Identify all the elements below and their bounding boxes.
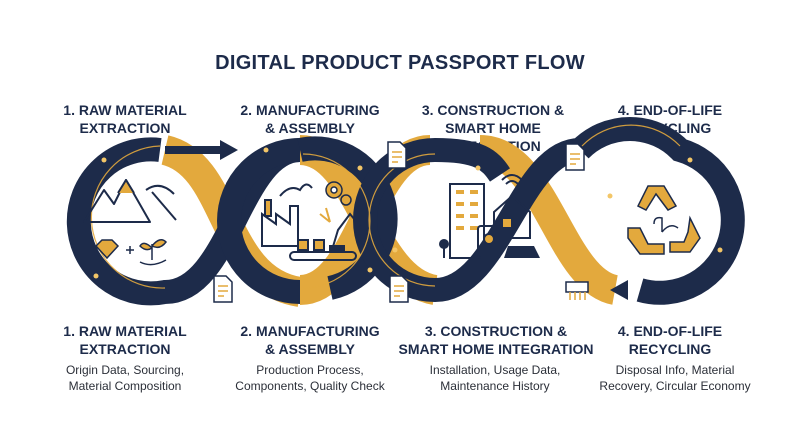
stage-3-description: Installation, Usage Data, Maintenance Hi… (429, 363, 561, 393)
conveyor-icon (289, 239, 357, 261)
document-icon (213, 275, 233, 303)
plus-icon (126, 246, 134, 254)
mountain-pickaxe-icon (83, 179, 177, 223)
stage-2-description: Production Process, Components, Quality … (235, 363, 385, 393)
stage-1-top-label: 1. RAW MATERIAL EXTRACTION (63, 102, 187, 136)
stage-2-bottom-label: 2. MANUFACTURING & ASSEMBLY (240, 323, 380, 357)
factory-icon (261, 183, 313, 247)
stage-1-bottom-label: 1. RAW MATERIAL EXTRACTION (63, 323, 187, 357)
stage-4-description: Disposal Info, Material Recovery, Circul… (599, 363, 751, 393)
shredder-icon (565, 281, 589, 300)
recycle-icon (627, 185, 701, 255)
smart-house-icon (493, 174, 531, 239)
sprout-hand-icon (139, 239, 167, 266)
tree-icon (439, 239, 449, 258)
stage-3-bottom-label: 3. CONSTRUCTION & SMART HOME INTEGRATION (398, 323, 594, 357)
gem-icon (94, 239, 120, 260)
building-icon (449, 183, 485, 259)
return-arrow-icon (610, 280, 628, 300)
gear-icon (325, 181, 352, 206)
stage-1-description: Origin Data, Sourcing, Material Composit… (65, 363, 185, 393)
page-title: DIGITAL PRODUCT PASSPORT FLOW (215, 52, 585, 74)
document-icon (387, 141, 407, 169)
circuit-nodes (93, 147, 723, 279)
solar-panel-icon (504, 246, 540, 258)
stage-2-top-label: 2. MANUFACTURING & ASSEMBLY (240, 102, 380, 136)
stage-4-bottom-label: 4. END-OF-LIFE RECYCLING (617, 323, 723, 357)
tablet-bulb-icon (477, 225, 501, 259)
document-icon (389, 275, 409, 303)
document-icon (565, 143, 585, 171)
start-arrow-icon (165, 140, 238, 160)
